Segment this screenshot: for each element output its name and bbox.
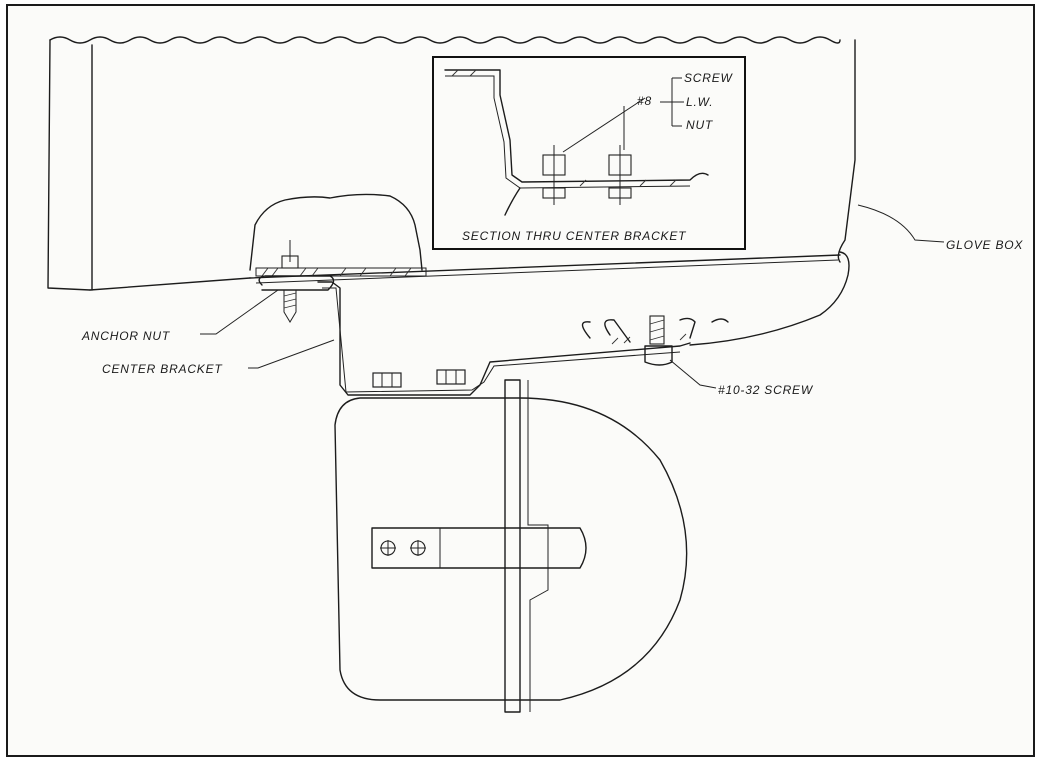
bracket-nut-right [436,369,466,385]
glove-box-body [47,36,856,346]
glove-box-leader [857,204,945,243]
label-lw: L.W. [686,95,713,109]
center-bracket-leader [248,339,335,369]
lamp-housing [334,379,688,713]
label-screw-10-32: #10-32 SCREW [718,383,814,397]
inset-screw-left [542,145,566,205]
label-glove-box: GLOVE BOX [946,238,1023,252]
section-title: SECTION THRU CENTER BRACKET [462,229,687,243]
label-anchor-nut: ANCHOR NUT [81,329,171,343]
anchor-nut-leader [200,289,279,335]
center-bracket [317,281,691,396]
label-screw: SCREW [684,71,734,85]
screw-10-32 [581,315,729,366]
inset-screw-right [608,145,632,205]
cutaway-section [249,193,423,271]
label-center-bracket: CENTER BRACKET [102,362,223,376]
label-nut: NUT [686,118,714,132]
bracket-nut-left [372,372,402,388]
anchor-nut-screw [258,240,335,323]
label-num8: #8 [637,94,652,108]
screw-10-32-leader [669,359,717,389]
bolt-circle-left [380,540,396,556]
section-inset: #8 SCREW L.W. NUT SECTION THRU CENTER BR… [432,56,746,250]
panel-hatching [255,267,427,277]
bolt-circle-right [410,540,426,556]
